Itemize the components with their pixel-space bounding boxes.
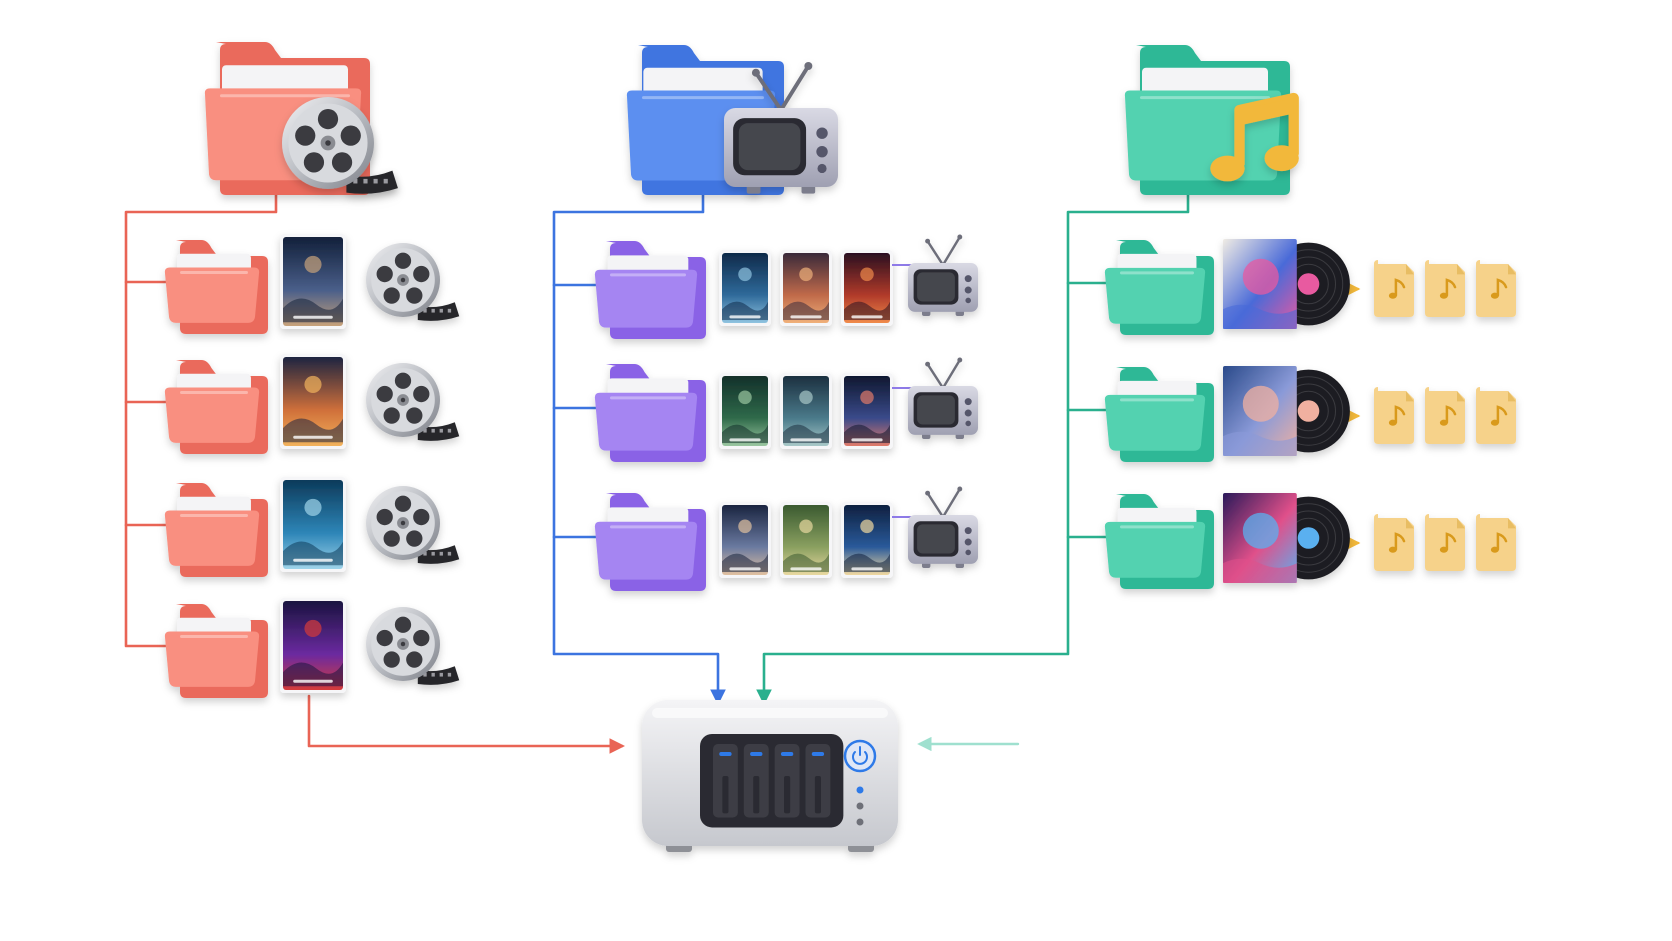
- film-reel-icon: [282, 97, 398, 194]
- column-music: [1104, 45, 1516, 589]
- lone-figure-poster-icon: [780, 250, 832, 326]
- astronaut-poster-icon: [280, 234, 346, 329]
- music-file-icon: [1374, 514, 1414, 571]
- folder-icon: [594, 364, 706, 462]
- music-row: [1104, 493, 1516, 589]
- parent-folder-icon: [1124, 45, 1290, 195]
- television-icon: [908, 486, 978, 569]
- shark-poster-icon: [280, 477, 346, 572]
- folder-icon: [1104, 494, 1214, 589]
- connector-line: [307, 694, 626, 754]
- film-reel-icon: [366, 486, 460, 564]
- power-button-icon: [843, 739, 877, 773]
- film-reel-icon: [366, 363, 460, 441]
- connector-line: [552, 535, 726, 706]
- nas-server-icon: [642, 700, 898, 852]
- folder-icon: [164, 604, 268, 698]
- superhero-poster-icon: [280, 598, 346, 693]
- drive-bay: [743, 744, 769, 818]
- movie-row: [164, 477, 460, 577]
- movie-row: [164, 354, 460, 454]
- folder-icon: [1104, 240, 1214, 335]
- connector-line: [756, 535, 1070, 706]
- connector-line: [552, 186, 705, 539]
- folder-icon: [164, 240, 268, 334]
- music-file-icon: [1476, 387, 1516, 444]
- folder-icon: [594, 241, 706, 339]
- folder-icon: [164, 483, 268, 577]
- connector-line: [1066, 186, 1190, 539]
- forest-poster-icon: [719, 373, 771, 449]
- tree-poster-icon: [780, 502, 832, 578]
- music-note-icon: [1210, 92, 1299, 182]
- diagram-content: [164, 42, 1516, 852]
- music-row: [1104, 366, 1516, 462]
- mountain-poster-icon: [719, 502, 771, 578]
- television-icon: [908, 357, 978, 440]
- two-figures-poster-icon: [780, 373, 832, 449]
- music-file-icon: [1374, 260, 1414, 317]
- drive-bay: [713, 744, 738, 818]
- folder-icon: [594, 493, 706, 591]
- lighthouse-poster-icon: [841, 502, 893, 578]
- column-movies: [164, 42, 460, 698]
- drive-bay: [774, 744, 800, 818]
- tv-row: [594, 234, 978, 339]
- movie-row: [164, 598, 460, 698]
- folder-icon: [164, 360, 268, 454]
- tv-row: [594, 357, 978, 462]
- connector-line: [124, 186, 278, 648]
- film-reel-icon: [366, 607, 460, 685]
- music-file-icon: [1425, 260, 1465, 317]
- column-tv-shows: [594, 45, 978, 591]
- music-file-icon: [1476, 514, 1516, 571]
- spaceship-poster-icon: [841, 373, 893, 449]
- music-file-icon: [1374, 387, 1414, 444]
- music-file-icon: [1425, 514, 1465, 571]
- television-icon: [724, 62, 838, 194]
- film-reel-icon: [366, 243, 460, 321]
- movie-row: [164, 234, 460, 334]
- desert-sunset-poster-icon: [280, 354, 346, 449]
- planet-landscape-poster-icon: [719, 250, 771, 326]
- parent-folder-icon: [204, 42, 398, 195]
- red-sky-poster-icon: [841, 250, 893, 326]
- music-row: [1104, 239, 1516, 335]
- tv-row: [594, 486, 978, 591]
- television-icon: [908, 234, 978, 317]
- music-file-icon: [1425, 387, 1465, 444]
- album-art-head-icon: [1223, 239, 1350, 329]
- music-file-icon: [1476, 260, 1516, 317]
- drive-bay: [805, 744, 831, 818]
- album-art-tree-icon: [1223, 493, 1350, 583]
- album-art-lake-icon: [1223, 366, 1350, 456]
- folder-icon: [1104, 367, 1214, 462]
